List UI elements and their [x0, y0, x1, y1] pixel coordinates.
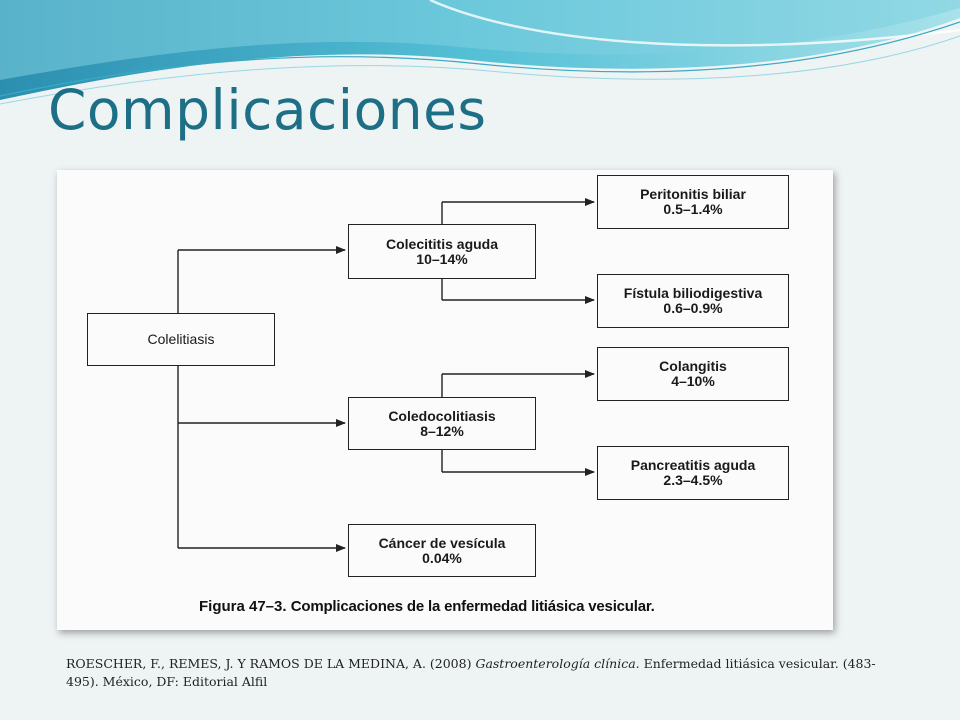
node-colangitis: Colangitis 4–10% — [597, 347, 789, 401]
flowchart-figure: Colelitiasis Colecititis aguda 10–14% Co… — [57, 170, 833, 630]
node-label: Fístula biliodigestiva — [623, 285, 763, 301]
node-percentage: 4–10% — [671, 373, 715, 389]
node-percentage: 0.6–0.9% — [663, 300, 723, 316]
citation-details: Enfermedad litiásica vesicular. (483-495… — [66, 656, 876, 689]
node-label: Peritonitis biliar — [640, 186, 746, 202]
node-cancer-de-vesicula: Cáncer de vesícula 0.04% — [348, 524, 536, 577]
header-wave-decoration — [0, 0, 960, 105]
node-percentage: 10–14% — [416, 250, 468, 267]
node-peritonitis-biliar: Peritonitis biliar 0.5–1.4% — [597, 175, 789, 229]
citation-book-title: Gastroenterología clínica. — [475, 656, 640, 671]
node-label: Colangitis — [659, 358, 727, 374]
node-label: Pancreatitis aguda — [630, 457, 756, 473]
node-label: Coledocolitiasis — [388, 407, 496, 424]
node-percentage: 0.04% — [422, 549, 462, 566]
node-label: Cáncer de vesícula — [378, 534, 506, 551]
node-percentage: 8–12% — [420, 422, 464, 439]
node-label: Colecititis aguda — [385, 235, 499, 252]
figure-caption: Figura 47–3. Complicaciones de la enferm… — [199, 598, 655, 615]
slide-title: Complicaciones — [48, 78, 487, 142]
bibliographic-citation: ROESCHER, F., REMES, J. Y RAMOS DE LA ME… — [66, 655, 886, 691]
node-colecititis-aguda: Colecititis aguda 10–14% — [348, 224, 536, 279]
node-label: Colelitiasis — [147, 331, 215, 347]
citation-authors: ROESCHER, F., REMES, J. Y RAMOS DE LA ME… — [66, 656, 472, 671]
node-percentage: 2.3–4.5% — [663, 472, 723, 488]
node-percentage: 0.5–1.4% — [663, 201, 723, 217]
figure-caption-label: Figura 47–3. — [199, 598, 287, 615]
node-fistula-biliodigestiva: Fístula biliodigestiva 0.6–0.9% — [597, 274, 789, 328]
figure-caption-text: Complicaciones de la enfermedad litiásic… — [290, 598, 655, 615]
node-pancreatitis-aguda: Pancreatitis aguda 2.3–4.5% — [597, 446, 789, 500]
node-coledocolitiasis: Coledocolitiasis 8–12% — [348, 397, 536, 450]
node-colelitiasis: Colelitiasis — [87, 313, 275, 366]
